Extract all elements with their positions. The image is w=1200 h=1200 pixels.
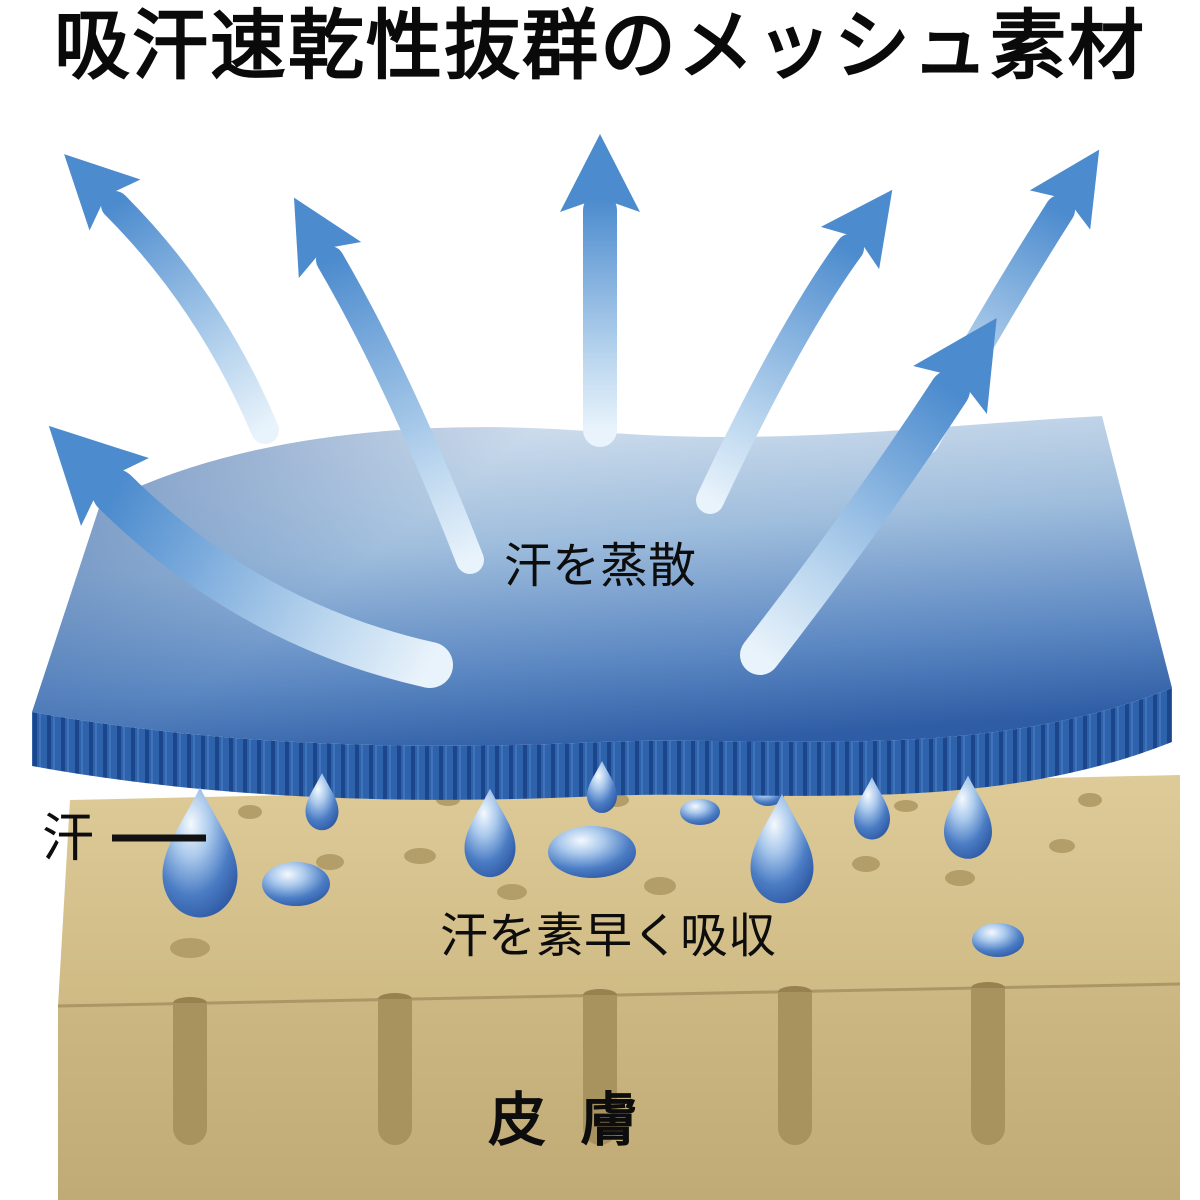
- sweat-label: 汗: [42, 809, 94, 869]
- evaporation-arrow: [64, 154, 279, 444]
- arrow-head-icon: [913, 318, 997, 414]
- absorb-label: 汗を素早く吸収: [440, 908, 776, 964]
- evaporation-arrow: [560, 134, 640, 447]
- evaporate-label: 汗を蒸散: [504, 538, 696, 594]
- skin-layer: [57, 775, 1181, 1200]
- skin-pores: [170, 793, 1102, 958]
- skin-top-surface: [58, 775, 1180, 1006]
- skin-label: 皮膚: [488, 1086, 672, 1154]
- evaporation-arrows: [48, 134, 1100, 688]
- arrow-head-icon: [560, 134, 640, 212]
- evaporation-arrow: [294, 197, 484, 574]
- arrow-head-icon: [1029, 149, 1100, 230]
- evaporation-arrow: [48, 425, 453, 688]
- fabric-side-edge: [32, 688, 1172, 800]
- evaporation-arrow: [740, 318, 997, 675]
- evaporation-arrow: [696, 189, 893, 514]
- mesh-fabric-layer: [32, 416, 1172, 800]
- surface-droplets: [262, 784, 1024, 957]
- skin-front-face: [58, 984, 1180, 1200]
- arrow-head-icon: [48, 425, 149, 526]
- arrow-head-icon: [820, 189, 893, 270]
- pore-channels: [173, 982, 1005, 1145]
- arrow-head-icon: [294, 197, 362, 278]
- page-title: 吸汗速乾性抜群のメッシュ素材: [54, 1, 1146, 90]
